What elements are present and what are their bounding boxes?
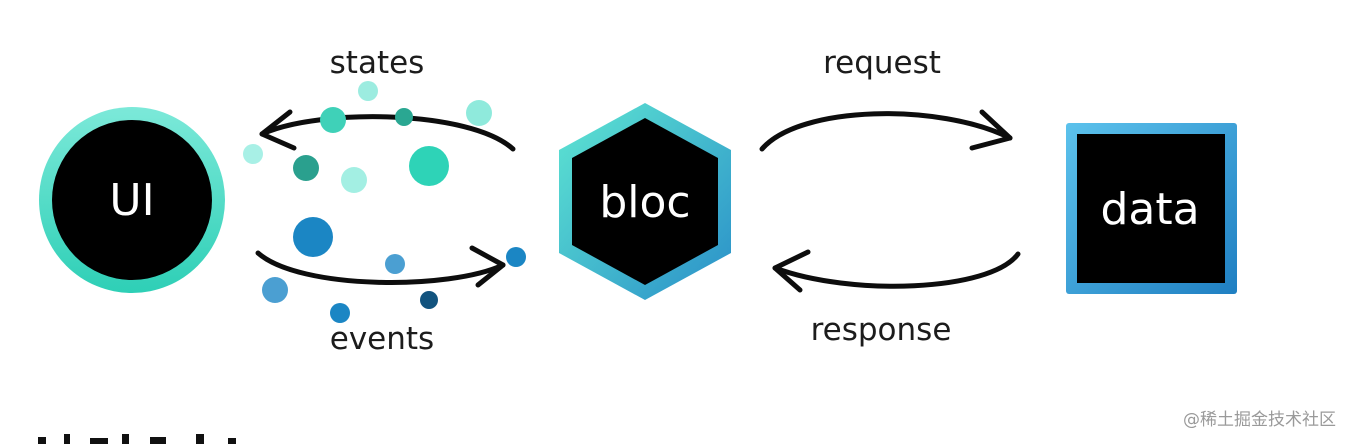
states-label: states: [330, 45, 425, 81]
event-particle: [506, 247, 526, 267]
data-node: data: [1066, 123, 1237, 294]
events-label: events: [330, 321, 434, 357]
data-node-label: data: [1100, 184, 1199, 235]
state-particle: [320, 107, 346, 133]
state-particle: [466, 100, 492, 126]
response-label: response: [811, 312, 952, 348]
bloc-node-core: [572, 118, 718, 285]
event-particle: [420, 291, 438, 309]
event-particle: [330, 303, 350, 323]
state-particle: [243, 144, 263, 164]
request-arrow: [759, 109, 1013, 152]
state-particle: [395, 108, 413, 126]
bloc-node-label: bloc: [599, 177, 690, 228]
event-particle: [262, 277, 288, 303]
state-particle: [358, 81, 378, 101]
request-label: request: [823, 45, 941, 81]
state-particles: [243, 81, 492, 193]
event-particle: [385, 254, 405, 274]
cut-off-heading: [38, 432, 238, 444]
ui-node-core: [52, 120, 212, 280]
ui-node: UI: [39, 107, 225, 293]
events-arrow: [255, 245, 506, 288]
event-particle: [293, 217, 333, 257]
state-particle: [409, 146, 449, 186]
bloc-node: bloc: [559, 103, 731, 300]
state-particle: [293, 155, 319, 181]
states-arrow: [259, 109, 516, 152]
ui-node-label: UI: [109, 175, 154, 226]
response-arrow: [772, 249, 1021, 293]
event-particles: [262, 217, 526, 323]
data-node-core: [1077, 134, 1225, 283]
watermark: @稀土掘金技术社区: [1183, 410, 1336, 430]
state-particle: [341, 167, 367, 193]
